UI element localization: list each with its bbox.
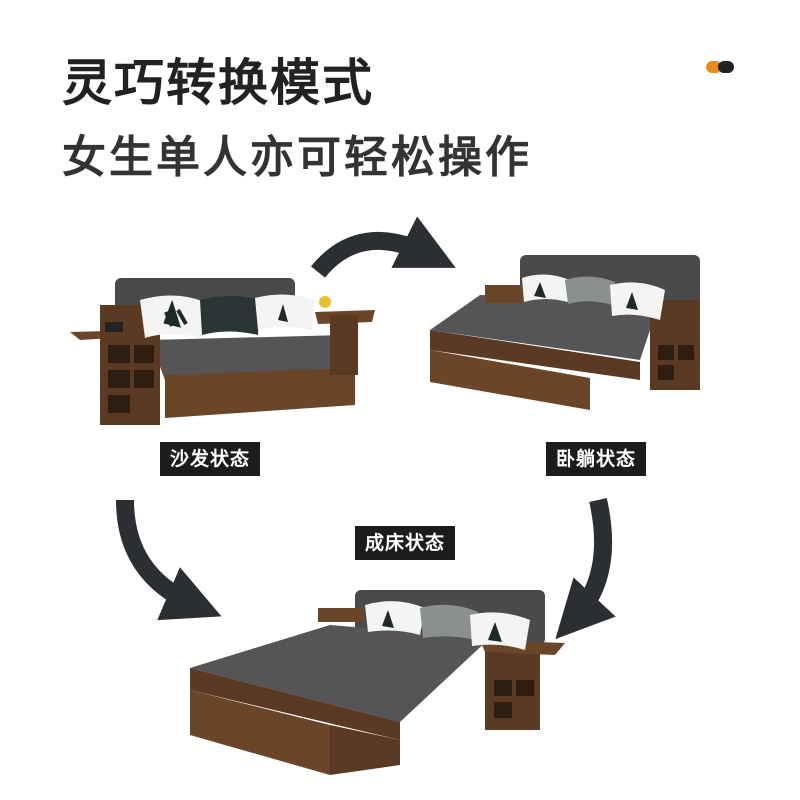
- toggle-icon: [706, 61, 736, 73]
- label-sofa-state: 沙发状态: [160, 442, 261, 476]
- label-bed-state: 成床状态: [355, 526, 456, 560]
- dark-dot-icon: [718, 61, 734, 73]
- page-title: 灵巧转换模式: [62, 54, 374, 112]
- arrow-left-icon: [116, 499, 222, 621]
- recline-sofa-image: [430, 255, 700, 410]
- sofa-image: [70, 278, 375, 425]
- bed-image: [190, 590, 565, 775]
- arrow-top-icon: [311, 216, 456, 278]
- arrow-right-icon: [555, 498, 616, 640]
- page-subtitle: 女生单人亦可轻松操作: [62, 132, 532, 183]
- label-recline-state: 卧躺状态: [546, 442, 647, 476]
